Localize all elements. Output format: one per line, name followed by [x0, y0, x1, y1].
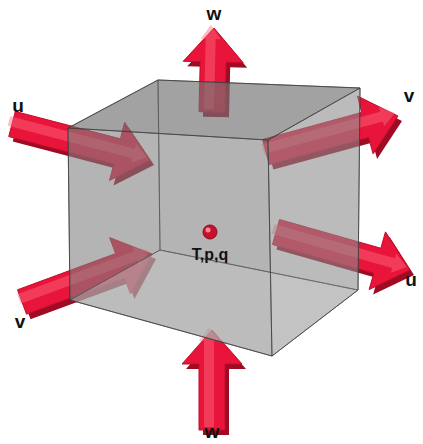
cube-face — [68, 80, 360, 140]
velocity-component: w — [207, 3, 222, 25]
cube-shape — [58, 70, 370, 366]
arrow-shine — [199, 327, 219, 427]
cube-face — [68, 128, 272, 356]
center-point — [203, 225, 217, 239]
control-volume-cube: T,p,q — [58, 70, 370, 366]
velocity-component: v — [404, 85, 415, 107]
velocity-component: w — [205, 421, 220, 443]
state-variables: T,p,q — [192, 246, 228, 264]
velocity-component: u — [12, 95, 24, 117]
center-point-shine — [206, 228, 211, 233]
velocity-component: u — [405, 269, 417, 291]
velocity-component: v — [15, 311, 26, 333]
